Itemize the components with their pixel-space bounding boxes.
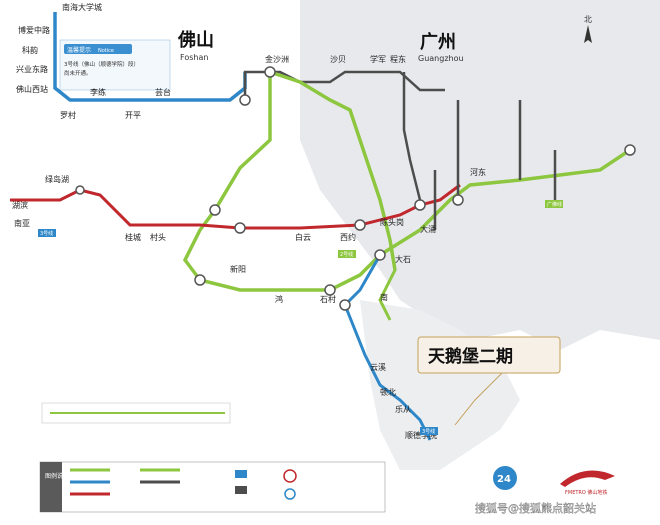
notice-title-en: Notice (98, 48, 114, 54)
station-label: 云溪 (370, 362, 386, 372)
notice-line1: 3号线（佛山（顺德学院）段） (64, 60, 139, 68)
station-label: 顿北 (380, 387, 396, 397)
line-tag-gf: 广佛线 (547, 201, 562, 208)
callout-pointer (454, 369, 506, 426)
station-label: 石村 (320, 294, 336, 304)
callout-text: 天鹅堡二期 (428, 346, 513, 367)
fmetro-badge: FMETRO 佛山地铁 (565, 489, 607, 496)
station-label: 沙贝 (330, 55, 346, 64)
badge-area: 24 FMETRO 佛山地铁 (493, 466, 615, 496)
transfer-station[interactable] (414, 199, 426, 211)
transfer-station[interactable] (339, 299, 351, 311)
city-guangzhou-cn: 广州 (420, 31, 456, 53)
station-label: 金沙洲 (265, 54, 289, 64)
station-labels: 南海大学城 博爱中路 科韵 兴业东路 佛山西站 罗村 李练 开平 芸台 金沙洲 … (12, 2, 486, 440)
station-label: 乐从 (395, 404, 411, 414)
transfer-station[interactable] (354, 219, 366, 231)
station-label: 开平 (125, 111, 141, 120)
transfer-stations (75, 66, 636, 311)
city-guangzhou-en: Guangzhou (418, 54, 464, 63)
transfer-station[interactable] (75, 185, 85, 195)
station-label: 博爱中路 (18, 25, 50, 35)
station-label: 兴业东路 (16, 64, 48, 74)
station-label: 大涌 (420, 224, 436, 234)
line-grey-v1 (402, 72, 422, 201)
station-label: 罗村 (60, 110, 76, 120)
north-label: 北 (584, 15, 592, 24)
city-foshan-cn: 佛山 (177, 29, 214, 51)
line-tag-3b: 3号线 (422, 428, 435, 435)
station-label: 南 (380, 292, 388, 302)
station-label: 南亚 (14, 218, 30, 228)
station-label: 绿岛湖 (45, 174, 69, 184)
transfer-station[interactable] (234, 222, 246, 234)
notice-title: 温馨提示 (67, 46, 91, 54)
station-label: 村头 (150, 232, 166, 242)
station-label: 南海大学城 (62, 2, 102, 12)
station-label: 陈头岗 (380, 217, 404, 227)
station-label: 湖滨 (12, 200, 28, 210)
transfer-station[interactable] (264, 66, 276, 78)
line-grey-north (243, 70, 445, 100)
station-label: 佛山西站 (16, 84, 48, 94)
metro24-badge: 24 (497, 474, 511, 485)
transfer-station[interactable] (374, 249, 386, 261)
notice-box: 温馨提示 Notice 3号线（佛山（顺德学院）段） 尚未开通。 (59, 39, 171, 91)
station-label: 李练 (90, 87, 106, 97)
transfer-station[interactable] (452, 194, 464, 206)
river-region (360, 300, 520, 470)
station-label: 西约 (340, 232, 356, 242)
watermark-text: 搜狐号@搜狐熊点韶关站 (475, 501, 596, 515)
callout-box: 天鹅堡二期 (417, 336, 561, 374)
metro24-logo (493, 466, 517, 490)
legend-panel: 图例说明 (39, 461, 386, 513)
fmetro-logo (560, 470, 615, 487)
line-tag-2: 2号线 (340, 251, 353, 258)
notice-line2: 尚未开通。 (64, 69, 92, 77)
scale-strip (41, 402, 231, 424)
station-label: 桂城 (125, 232, 141, 242)
station-label: 白云 (295, 232, 311, 242)
transfer-station[interactable] (194, 274, 206, 286)
station-label: 程东 (390, 54, 406, 64)
station-label: 科韵 (22, 45, 38, 55)
guangzhou-region (300, 0, 660, 350)
city-foshan-en: Foshan (180, 53, 208, 62)
legend-title: 图例说明 (45, 472, 69, 480)
line-blue-south (343, 254, 432, 441)
north-arrow-icon (584, 25, 592, 43)
station-label: 学军 (370, 54, 386, 64)
transfer-station[interactable] (624, 144, 636, 156)
station-label: 河东 (470, 167, 486, 177)
transfer-station[interactable] (239, 94, 251, 106)
station-label: 鸿 (275, 294, 283, 304)
station-label: 新阳 (230, 264, 246, 274)
transfer-station[interactable] (324, 284, 336, 296)
line-tags: 3号线 3号线 2号线 广佛线 (38, 200, 563, 435)
station-label: 大石 (395, 254, 411, 264)
transfer-station[interactable] (209, 204, 221, 216)
station-label: 芸台 (155, 87, 171, 97)
line-green-south (378, 239, 397, 321)
line-tag-3: 3号线 (40, 230, 53, 237)
line-green-central (269, 70, 397, 271)
